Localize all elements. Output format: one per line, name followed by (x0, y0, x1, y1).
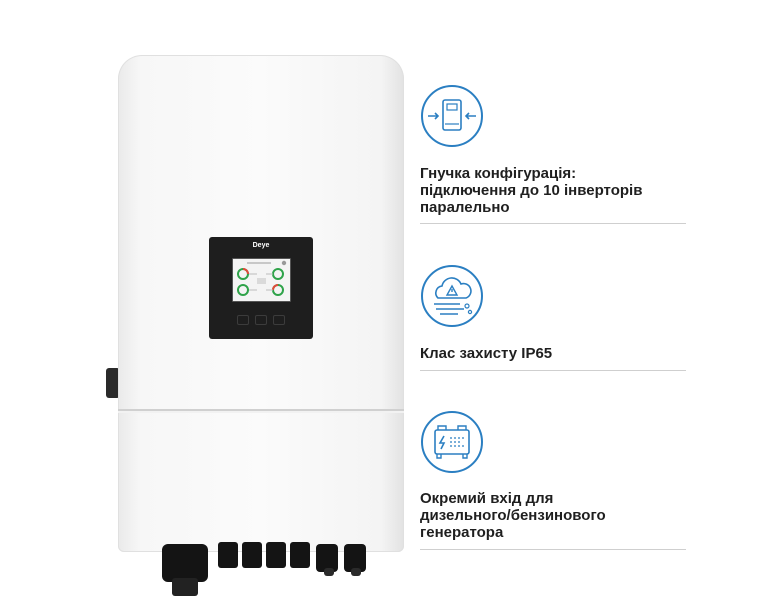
divider (420, 223, 686, 224)
inverter-image: Deye (100, 55, 410, 600)
inverter-display-panel: Deye (209, 237, 313, 339)
brand-logo: Deye (252, 242, 270, 249)
weather-protection-icon (420, 264, 484, 328)
side-switch (106, 368, 120, 398)
button-right (273, 315, 285, 325)
lcd-screen (232, 258, 291, 302)
button-center (255, 315, 267, 325)
button-left (237, 315, 249, 325)
cable-glands (152, 540, 382, 600)
divider (420, 549, 686, 550)
feature-generator: Окремий вхід для дизельного/бензинового … (420, 410, 686, 552)
body-seam (118, 409, 404, 411)
feature-ip65: Клас захисту IP65 (420, 264, 686, 374)
divider (420, 370, 686, 371)
generator-icon (420, 410, 484, 474)
feature-parallel: Гнучка конфігурація: підключення до 10 і… (420, 84, 686, 226)
parallel-inverters-icon (420, 84, 484, 148)
control-buttons (237, 315, 285, 325)
feature-text: Гнучка конфігурація: підключення до 10 і… (420, 165, 643, 216)
lcd-dashboard-icon (233, 259, 290, 301)
feature-text: Окремий вхід для дизельного/бензинового … (420, 490, 606, 541)
feature-text: Клас захисту IP65 (420, 345, 553, 362)
